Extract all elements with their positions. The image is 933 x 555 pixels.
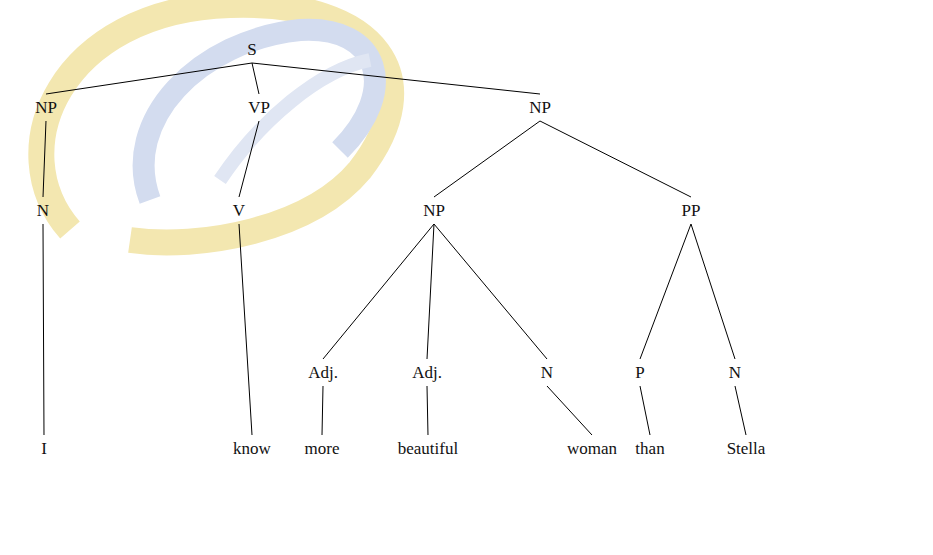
category-label: P bbox=[632, 361, 647, 385]
node-text: VP bbox=[248, 98, 270, 117]
tree-branch bbox=[323, 224, 434, 359]
tree-branch bbox=[43, 224, 45, 435]
category-label: S bbox=[244, 38, 259, 62]
node-text: P bbox=[635, 363, 644, 382]
node-text: V bbox=[233, 201, 245, 220]
tree-branch bbox=[427, 224, 434, 359]
node-text: Stella bbox=[727, 439, 766, 458]
node-text: NP bbox=[423, 201, 445, 220]
word: Stella bbox=[724, 437, 769, 461]
category-label: NP bbox=[526, 96, 554, 120]
category-label: N bbox=[34, 199, 52, 223]
node-text: S bbox=[247, 40, 256, 59]
tree-branch bbox=[252, 63, 540, 94]
word: woman bbox=[564, 437, 620, 461]
tree-branch bbox=[252, 63, 259, 94]
category-label: N bbox=[538, 361, 556, 385]
category-label: NP bbox=[32, 96, 60, 120]
watermark-swoosh bbox=[144, 30, 375, 200]
tree-branch bbox=[434, 121, 540, 197]
tree-branch bbox=[43, 121, 46, 197]
tree-branch bbox=[735, 386, 746, 435]
category-label: Adj. bbox=[305, 361, 341, 385]
tree-branch bbox=[239, 224, 252, 435]
tree-branch bbox=[640, 386, 650, 435]
node-text: I bbox=[41, 439, 47, 458]
tree-branch bbox=[46, 63, 252, 94]
node-text: PP bbox=[682, 201, 701, 220]
tree-branch bbox=[427, 386, 429, 435]
category-label: NP bbox=[420, 199, 448, 223]
watermark-swoosh bbox=[220, 60, 370, 180]
node-text: than bbox=[635, 439, 664, 458]
word: more bbox=[302, 437, 343, 461]
node-text: NP bbox=[35, 98, 57, 117]
tree-branch bbox=[540, 121, 691, 197]
tree-branch bbox=[239, 121, 259, 197]
node-text: woman bbox=[567, 439, 617, 458]
category-label: Adj. bbox=[409, 361, 445, 385]
word: beautiful bbox=[395, 437, 461, 461]
word: than bbox=[632, 437, 667, 461]
node-text: know bbox=[233, 439, 271, 458]
tree-branch bbox=[547, 386, 592, 435]
node-text: N bbox=[541, 363, 553, 382]
node-text: Adj. bbox=[308, 363, 338, 382]
category-label: V bbox=[230, 199, 248, 223]
category-label: PP bbox=[679, 199, 704, 223]
node-text: Adj. bbox=[412, 363, 442, 382]
node-text: N bbox=[729, 363, 741, 382]
tree-branch bbox=[322, 386, 323, 435]
word: know bbox=[230, 437, 274, 461]
node-text: NP bbox=[529, 98, 551, 117]
node-text: N bbox=[37, 201, 49, 220]
tree-branch bbox=[640, 224, 691, 359]
node-text: beautiful bbox=[398, 439, 458, 458]
word: I bbox=[38, 437, 50, 461]
category-label: VP bbox=[245, 96, 273, 120]
node-text: more bbox=[305, 439, 340, 458]
watermark-swoosh bbox=[41, 5, 391, 243]
tree-branch bbox=[434, 224, 547, 359]
category-label: N bbox=[726, 361, 744, 385]
tree-branch bbox=[691, 224, 735, 359]
